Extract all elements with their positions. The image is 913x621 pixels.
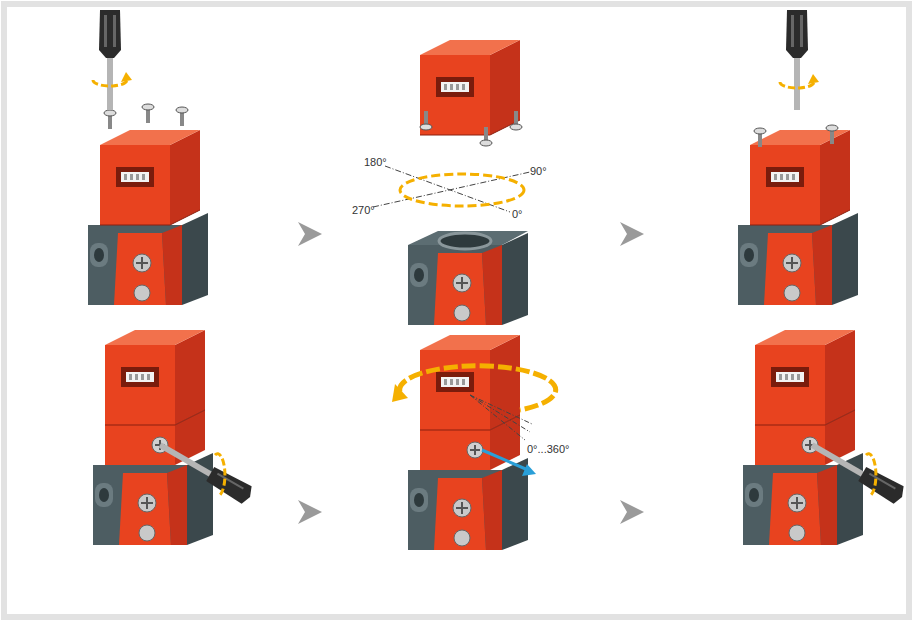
arrow-head <box>392 384 408 402</box>
rotation-ring <box>400 366 556 410</box>
illustration-shape <box>510 111 522 130</box>
switch-head-lifted <box>420 40 522 146</box>
illustration-shape <box>176 107 188 126</box>
illustration-shape <box>439 233 491 249</box>
illustration-shape <box>88 213 208 305</box>
screwdriver <box>786 10 808 110</box>
screwdriver <box>807 436 907 505</box>
illustration-shape <box>100 130 200 225</box>
angle-label: 180° <box>364 156 387 169</box>
illustration-shape <box>420 111 432 130</box>
screwdriver <box>155 436 255 505</box>
illustration-shape <box>743 410 863 545</box>
rotation-ring <box>400 174 524 206</box>
angle-label: 0° <box>512 208 523 221</box>
rotation-arrow <box>780 80 814 88</box>
illustration-shape <box>750 130 850 225</box>
switch <box>743 330 863 545</box>
switch <box>93 330 213 545</box>
illustration-shape <box>408 233 528 325</box>
illustration-shape <box>93 410 213 545</box>
removal-arrow <box>482 450 528 470</box>
illustration-shape <box>754 128 766 147</box>
arrow-head <box>121 72 132 82</box>
angle-line <box>470 395 525 440</box>
illustration-shape <box>104 110 116 129</box>
axis-line <box>373 172 530 207</box>
illustration-shape <box>738 213 858 305</box>
frame <box>4 4 909 617</box>
illustration-shape <box>420 335 520 430</box>
step-arrow <box>620 222 644 246</box>
screwdriver <box>99 10 121 110</box>
rotation-arrow <box>215 454 225 495</box>
step-arrow <box>620 500 644 524</box>
illustration-shape <box>142 104 154 123</box>
illustration-shape <box>755 330 855 425</box>
illustration-shape <box>408 415 528 550</box>
rotation-arrow <box>866 454 876 495</box>
angle-line <box>470 395 530 432</box>
illustration-shape <box>826 125 838 144</box>
angle-label: 90° <box>530 165 547 178</box>
arrow-head <box>808 74 819 84</box>
illustration-shape <box>420 40 520 135</box>
illustration-shape <box>480 127 492 146</box>
switch <box>738 125 858 305</box>
switch <box>88 104 208 305</box>
step-arrow <box>298 500 322 524</box>
step-arrow <box>298 222 322 246</box>
arrow-head <box>522 464 536 476</box>
illustration-shape <box>105 330 205 425</box>
rotation-arrow <box>93 78 127 86</box>
angle-label: 270° <box>352 204 375 217</box>
switch-base-open <box>408 231 528 325</box>
angle-line <box>470 395 532 424</box>
angle-label: 0°...360° <box>527 443 569 456</box>
